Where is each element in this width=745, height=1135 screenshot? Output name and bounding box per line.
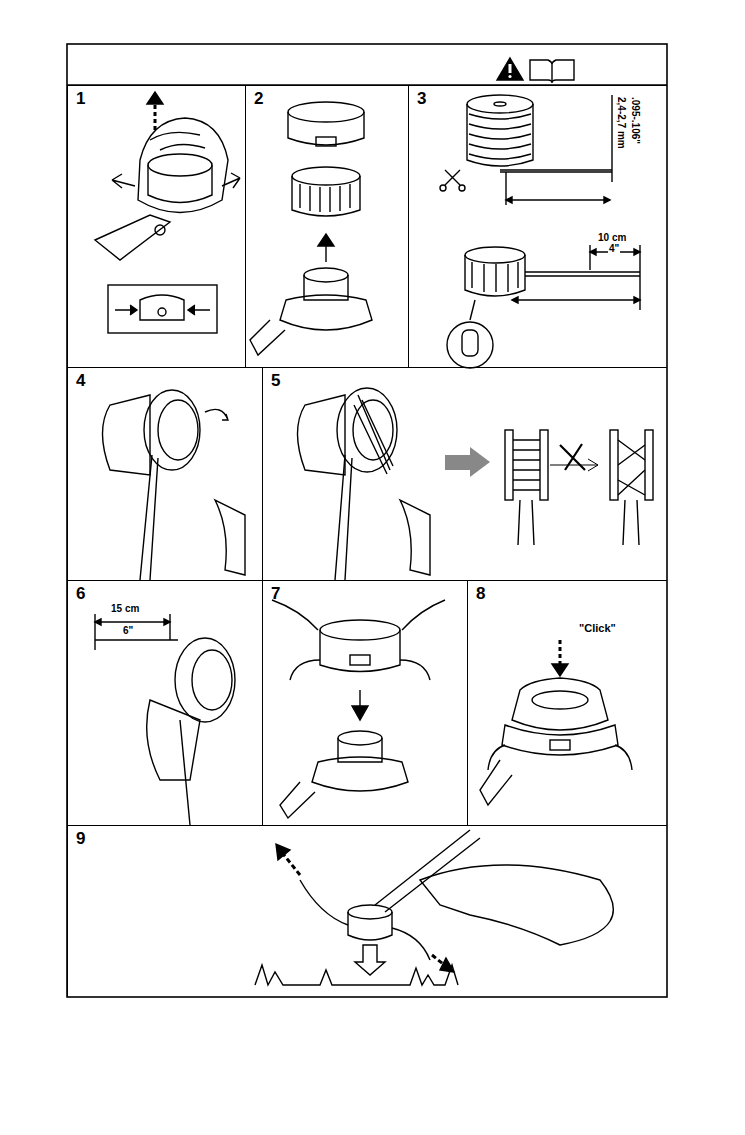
dimension-label: 4" (608, 243, 620, 254)
dimension-label: "Click" (578, 622, 617, 634)
step-panel: 7 (262, 580, 467, 825)
dimension-label: 15 cm (110, 603, 140, 614)
step-number: 9 (76, 830, 85, 847)
step-panel: 5 (262, 367, 667, 580)
step-panel: 4 (67, 367, 262, 580)
step-number: 1 (76, 90, 85, 107)
step-panel: 3 (408, 85, 667, 367)
dimension-label: 2,4-2,7 mm (616, 96, 627, 150)
step-number: 4 (76, 372, 85, 389)
dimension-label: 6" (122, 625, 134, 636)
step-panel: 6 (67, 580, 262, 825)
step-number: 2 (254, 90, 263, 107)
dimension-label: 10 cm (597, 232, 627, 243)
step-number: 8 (476, 585, 485, 602)
dimension-label: .095-.106" (630, 96, 641, 145)
step-panel: 2 (245, 85, 408, 367)
step-panel: 8 (467, 580, 667, 825)
step-panel: 1 (67, 85, 245, 367)
step-number: 5 (271, 372, 280, 389)
step-panel: 9 (67, 825, 667, 997)
step-number: 7 (271, 585, 280, 602)
step-number: 3 (417, 90, 426, 107)
step-number: 6 (76, 585, 85, 602)
